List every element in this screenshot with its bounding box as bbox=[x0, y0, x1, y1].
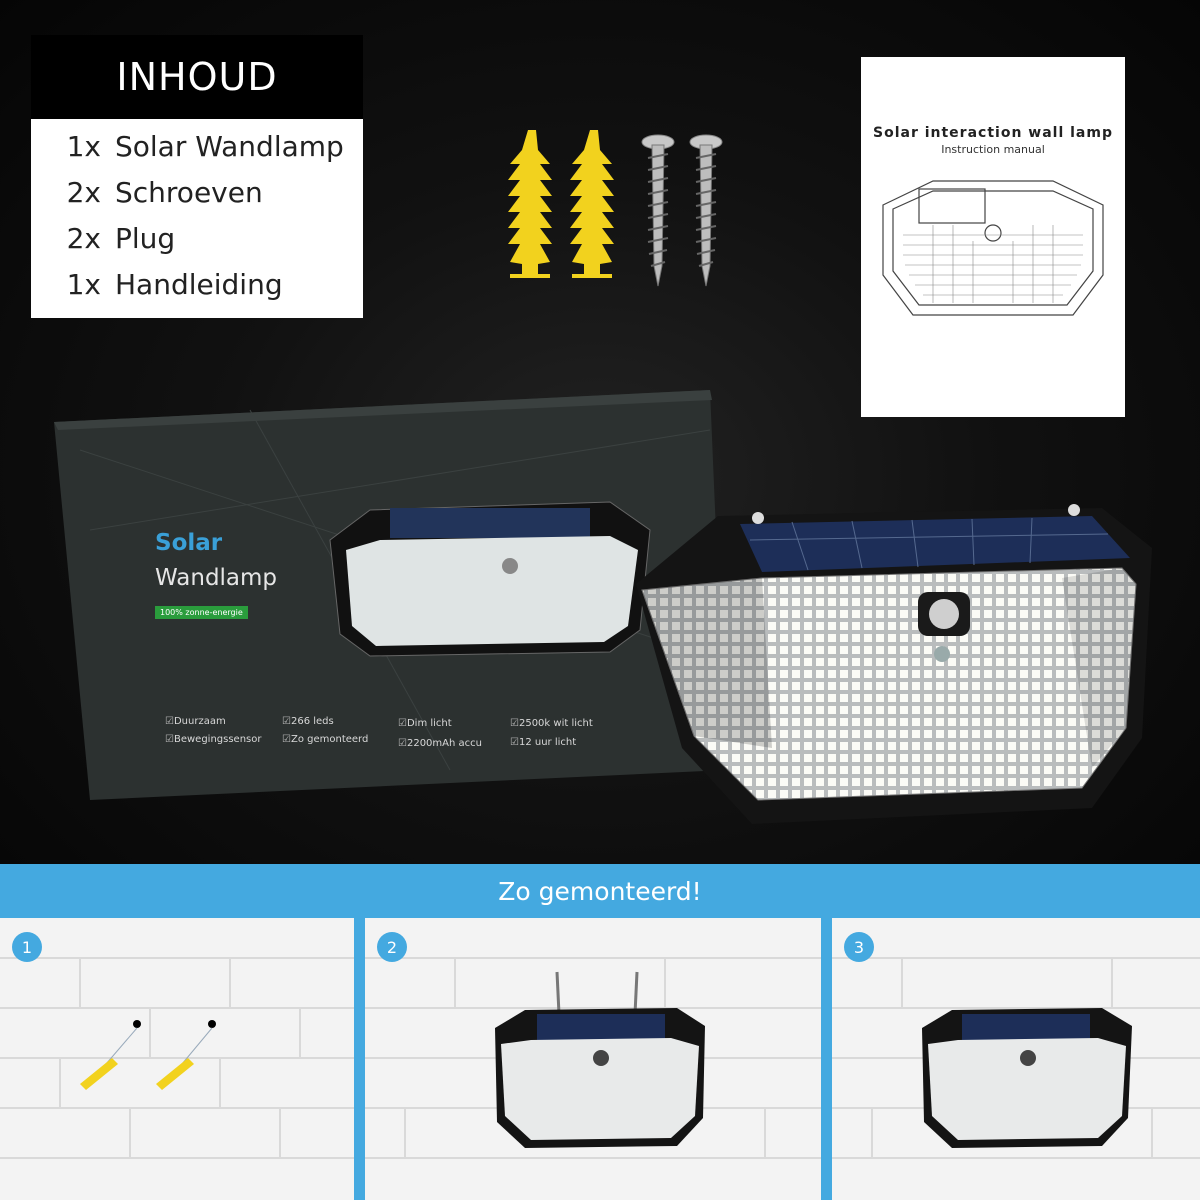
step-panel-2: 2 bbox=[365, 918, 821, 1200]
screw-icon bbox=[641, 134, 675, 287]
step-number: 3 bbox=[844, 932, 874, 962]
contents-title: INHOUD bbox=[31, 35, 363, 119]
brick-wall-drill-image bbox=[0, 957, 354, 1159]
item-quantity: 1x bbox=[66, 267, 101, 301]
box-brand: Solar bbox=[155, 530, 223, 556]
lamp-mounted-image bbox=[832, 957, 1200, 1159]
box-feature: 266 leds bbox=[282, 716, 334, 727]
contents-item: 1x Solar Wandlamp bbox=[31, 123, 363, 169]
installation-steps: 1 2 bbox=[0, 918, 1200, 1200]
box-feature: Zo gemonteerd bbox=[282, 734, 368, 745]
wall-plug-icon bbox=[508, 130, 552, 278]
item-label: Schroeven bbox=[115, 175, 263, 209]
item-quantity: 1x bbox=[66, 129, 101, 163]
box-feature: Dim licht bbox=[398, 718, 452, 729]
solar-wall-lamp-image bbox=[636, 504, 1152, 824]
step-number: 1 bbox=[12, 932, 42, 962]
screw-icon bbox=[689, 134, 723, 287]
box-product-name: Wandlamp bbox=[155, 565, 278, 591]
box-feature: 2500k wit licht bbox=[510, 718, 593, 729]
item-quantity: 2x bbox=[66, 175, 101, 209]
wall-plug-icon bbox=[570, 130, 614, 278]
step-number: 2 bbox=[377, 932, 407, 962]
box-feature: Duurzaam bbox=[165, 716, 226, 727]
hardware-image bbox=[508, 130, 723, 287]
instruction-manual: Solar interaction wall lamp Instruction … bbox=[861, 57, 1125, 417]
step-panel-1: 1 bbox=[0, 918, 354, 1200]
item-quantity: 2x bbox=[66, 221, 101, 255]
lamp-line-drawing bbox=[882, 180, 1104, 316]
box-lamp-illustration bbox=[329, 501, 651, 657]
product-box bbox=[54, 390, 726, 800]
installation-banner: Zo gemonteerd! bbox=[0, 864, 1200, 918]
contents-item: 2x Plug bbox=[31, 215, 363, 261]
box-feature: 2200mAh accu bbox=[398, 738, 482, 749]
manual-title: Solar interaction wall lamp bbox=[873, 125, 1113, 141]
contents-item: 2x Schroeven bbox=[31, 169, 363, 215]
item-label: Handleiding bbox=[115, 267, 283, 301]
step-panel-3: 3 bbox=[832, 918, 1200, 1200]
box-feature: Bewegingssensor bbox=[165, 734, 262, 745]
item-label: Solar Wandlamp bbox=[115, 129, 344, 163]
box-feature: 12 uur licht bbox=[510, 737, 576, 748]
item-label: Plug bbox=[115, 221, 176, 255]
box-energy-tag: 100% zonne-energie bbox=[155, 606, 248, 619]
contents-item: 1x Handleiding bbox=[31, 261, 363, 307]
manual-subtitle: Instruction manual bbox=[941, 143, 1045, 156]
lamp-mounting-image bbox=[365, 957, 821, 1159]
